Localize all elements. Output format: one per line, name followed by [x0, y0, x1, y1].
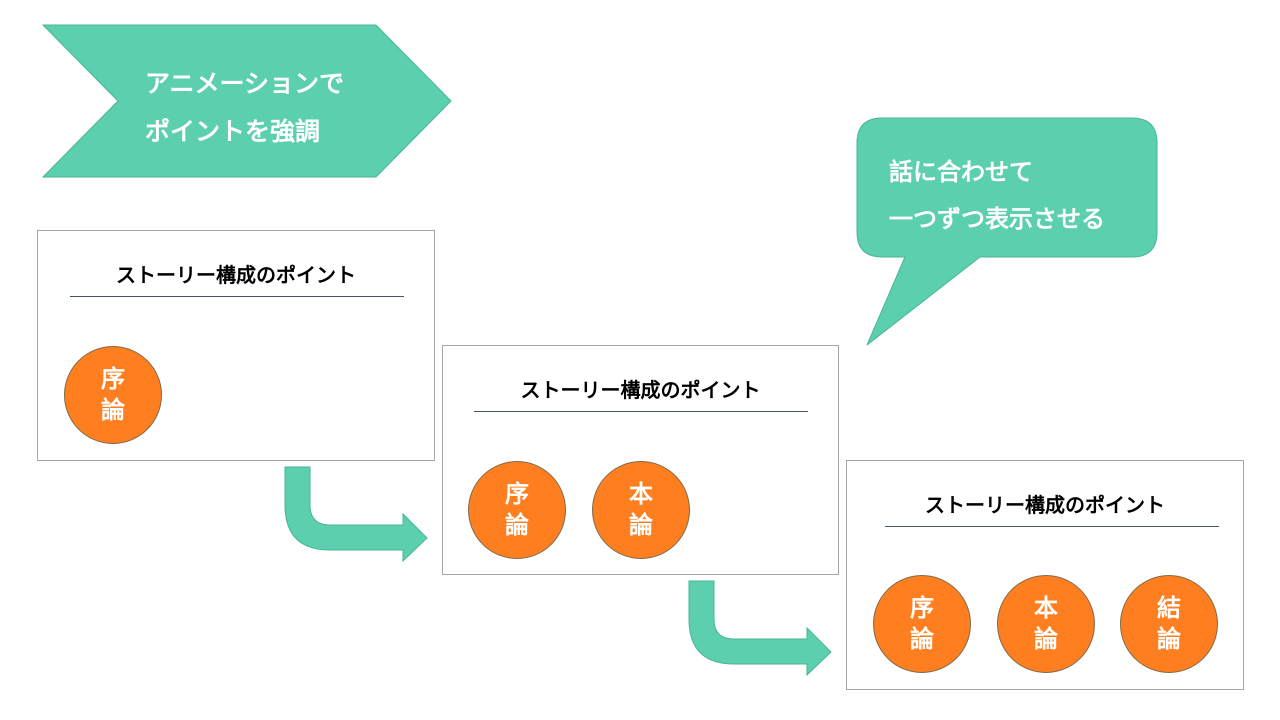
- bubble-line-1: 話に合わせて: [889, 158, 1033, 186]
- circle-joron: 序 論: [64, 346, 162, 444]
- circle-char: 序: [505, 480, 529, 508]
- circle-char: 本: [1034, 594, 1058, 622]
- slide-step-3: ストーリー構成のポイント 序 論 本 論 結 論: [846, 460, 1244, 690]
- circle-char: 結: [1157, 594, 1181, 622]
- title-underline: [70, 296, 404, 297]
- circle-char: 論: [1157, 625, 1181, 653]
- slide-title: ストーリー構成のポイント: [116, 263, 356, 287]
- circle-honron: 本 論: [997, 575, 1095, 673]
- circle-joron: 序 論: [873, 575, 971, 673]
- circle-char: 本: [629, 480, 653, 508]
- circle-honron: 本 論: [592, 461, 690, 559]
- circle-char: 序: [101, 365, 125, 393]
- slide-title: ストーリー構成のポイント: [925, 493, 1165, 517]
- title-underline: [474, 411, 808, 412]
- banner-line-1: アニメーションで: [145, 69, 345, 98]
- banner-line-2: ポイントを強調: [145, 117, 321, 146]
- circle-char: 論: [1034, 625, 1058, 653]
- circle-char: 論: [629, 511, 653, 539]
- title-underline: [885, 526, 1219, 527]
- circle-joron: 序 論: [468, 461, 566, 559]
- speech-bubble-shape: [856, 117, 1158, 346]
- slide-title: ストーリー構成のポイント: [520, 378, 761, 402]
- slide-step-2: ストーリー構成のポイント 序 論 本 論: [442, 345, 839, 575]
- slide-step-1: ストーリー構成のポイント 序 論: [37, 230, 435, 461]
- bubble-line-2: 一つずつ表示させる: [889, 205, 1105, 233]
- circle-char: 論: [101, 396, 125, 424]
- arrow-step-1: [284, 466, 428, 563]
- circle-char: 論: [910, 625, 934, 653]
- arrow-step-2: [688, 580, 832, 677]
- circle-char: 論: [505, 511, 529, 539]
- circle-ketsuron: 結 論: [1120, 575, 1218, 673]
- circle-char: 序: [910, 594, 934, 622]
- banner-chevron-shape: [41, 24, 452, 178]
